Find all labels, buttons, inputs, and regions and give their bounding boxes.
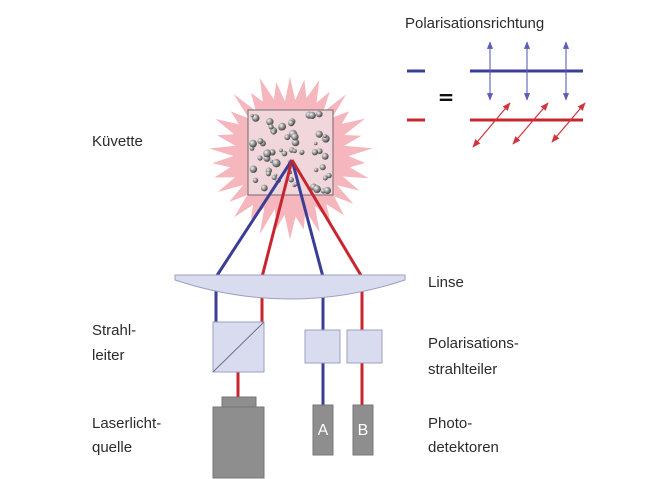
particle <box>323 186 331 195</box>
particle <box>268 124 274 130</box>
particle <box>292 148 297 154</box>
polarizing-beam-splitter-a <box>304 329 341 364</box>
particles <box>249 110 332 195</box>
cuvette-label: Küvette <box>92 133 143 150</box>
polarizing-splitter-label-line1: Polarisations- <box>428 335 519 352</box>
particle <box>250 113 254 118</box>
detector-a-label: A <box>318 422 329 439</box>
particle <box>300 149 305 155</box>
particle <box>284 134 291 141</box>
detector-b-body <box>352 404 374 456</box>
particle <box>278 122 287 131</box>
beam-splitter-diagonal <box>212 321 265 373</box>
beam-splitter-label-line2: leiter <box>92 347 125 364</box>
laser-body <box>212 406 265 479</box>
detectors-label-line2: detektoren <box>428 439 499 456</box>
particle <box>321 152 329 160</box>
particle <box>315 130 323 138</box>
diagonal-polarization-arrow <box>512 102 549 145</box>
detector-b-label: B <box>358 422 369 439</box>
particle <box>265 171 272 177</box>
particle <box>316 148 323 155</box>
detector-b: B <box>352 404 374 456</box>
detectors-label-line1: Photo- <box>428 415 472 432</box>
diagonal-polarization <box>470 102 586 148</box>
particle <box>257 155 263 161</box>
particle <box>249 165 258 173</box>
polarizing-beam-splitter-b <box>346 329 383 364</box>
particle <box>311 149 318 156</box>
particle <box>291 133 299 141</box>
particle <box>279 148 283 153</box>
beam-splitter-label-line1: Strahl- <box>92 322 136 339</box>
particle <box>316 110 323 118</box>
diagonal-polarization-arrow <box>472 102 511 148</box>
polarization-legend-title: Polarisationsrichtung <box>405 15 544 32</box>
detector-a: A <box>312 404 334 456</box>
particle <box>252 177 259 183</box>
particle <box>308 111 316 119</box>
particle <box>326 172 332 179</box>
diagonal-polarization-arrow <box>551 102 586 143</box>
particle <box>263 149 272 158</box>
particle <box>271 129 277 135</box>
lens-label: Linse <box>428 274 464 291</box>
particle <box>271 175 277 181</box>
polarizing-splitter-label-line2: strahlteiler <box>428 361 497 378</box>
detector-a-body <box>312 404 334 456</box>
particle <box>251 114 260 122</box>
particle <box>260 184 268 192</box>
laser-head <box>221 396 257 409</box>
particle <box>323 134 328 139</box>
laser <box>212 396 265 479</box>
particle <box>257 138 264 144</box>
particle <box>322 175 328 181</box>
lens <box>174 274 406 300</box>
particle <box>313 141 318 146</box>
particle <box>272 159 281 168</box>
particle <box>313 185 321 194</box>
laser-label-line2: quelle <box>92 439 132 456</box>
vertical-polarization <box>470 41 583 101</box>
particle <box>288 119 295 127</box>
particle <box>249 139 257 148</box>
legend-equals-sign: = <box>438 85 455 109</box>
laser-label-line1: Laserlicht- <box>92 415 161 432</box>
particle <box>281 150 288 157</box>
particle <box>319 164 326 171</box>
particle <box>314 167 319 173</box>
beam-splitter <box>212 321 265 373</box>
polarization-legend: Polarisationsrichtung = <box>405 15 586 148</box>
particle <box>266 118 274 126</box>
particle <box>288 177 294 183</box>
particle <box>291 138 300 147</box>
